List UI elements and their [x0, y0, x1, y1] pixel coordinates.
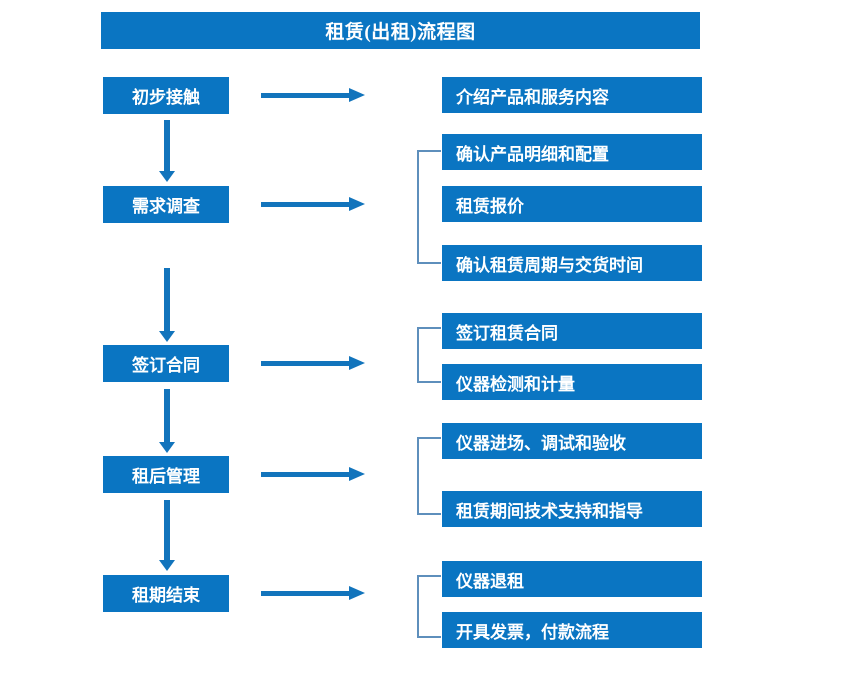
detail-box-租赁期间技术支持和指导[interactable]: 租赁期间技术支持和指导: [442, 491, 702, 527]
arrow-shaft: [261, 472, 351, 477]
arrow-head-icon: [349, 88, 365, 102]
horizontal-arrow-stage-2: [261, 197, 365, 211]
arrow-shaft: [261, 361, 351, 366]
vertical-arrow-3-to-4: [159, 389, 175, 453]
arrow-head-icon: [159, 331, 175, 342]
horizontal-arrow-stage-5: [261, 586, 365, 600]
stage-box-初步接触[interactable]: 初步接触: [103, 77, 229, 114]
arrow-head-icon: [159, 171, 175, 182]
detail-box-确认产品明细和配置[interactable]: 确认产品明细和配置: [442, 134, 702, 170]
stage-box-需求调查[interactable]: 需求调查: [103, 186, 229, 223]
group-bracket-stage-2: [417, 150, 441, 264]
arrow-shaft: [164, 268, 170, 331]
arrow-shaft: [164, 389, 170, 442]
detail-box-租赁报价[interactable]: 租赁报价: [442, 186, 702, 222]
arrow-head-icon: [349, 197, 365, 211]
horizontal-arrow-stage-1: [261, 88, 365, 102]
arrow-head-icon: [349, 467, 365, 481]
horizontal-arrow-stage-4: [261, 467, 365, 481]
stage-box-租后管理[interactable]: 租后管理: [103, 456, 229, 493]
group-bracket-stage-3: [417, 327, 441, 383]
vertical-arrow-4-to-5: [159, 500, 175, 571]
arrow-head-icon: [159, 560, 175, 571]
detail-box-仪器检测和计量[interactable]: 仪器检测和计量: [442, 364, 702, 400]
detail-box-仪器进场调试和验收[interactable]: 仪器进场、调试和验收: [442, 423, 702, 459]
arrow-head-icon: [349, 586, 365, 600]
arrow-head-icon: [349, 356, 365, 370]
arrow-shaft: [261, 591, 351, 596]
detail-box-介绍产品和服务内容[interactable]: 介绍产品和服务内容: [442, 77, 702, 113]
page-title: 租赁(出租)流程图: [101, 12, 700, 49]
detail-box-签订租赁合同[interactable]: 签订租赁合同: [442, 313, 702, 349]
horizontal-arrow-stage-3: [261, 356, 365, 370]
detail-box-确认租赁周期与交货时间[interactable]: 确认租赁周期与交货时间: [442, 245, 702, 281]
arrow-shaft: [261, 93, 351, 98]
vertical-arrow-1-to-2: [159, 120, 175, 182]
stage-box-租期结束[interactable]: 租期结束: [103, 575, 229, 612]
vertical-arrow-2-to-3: [159, 268, 175, 342]
detail-box-开具发票付款流程[interactable]: 开具发票，付款流程: [442, 612, 702, 648]
arrow-shaft: [164, 120, 170, 171]
stage-box-签订合同[interactable]: 签订合同: [103, 345, 229, 382]
detail-box-仪器退租[interactable]: 仪器退租: [442, 561, 702, 597]
arrow-shaft: [164, 500, 170, 560]
arrow-head-icon: [159, 442, 175, 453]
group-bracket-stage-4: [417, 437, 441, 515]
arrow-shaft: [261, 202, 351, 207]
group-bracket-stage-5: [417, 575, 441, 638]
